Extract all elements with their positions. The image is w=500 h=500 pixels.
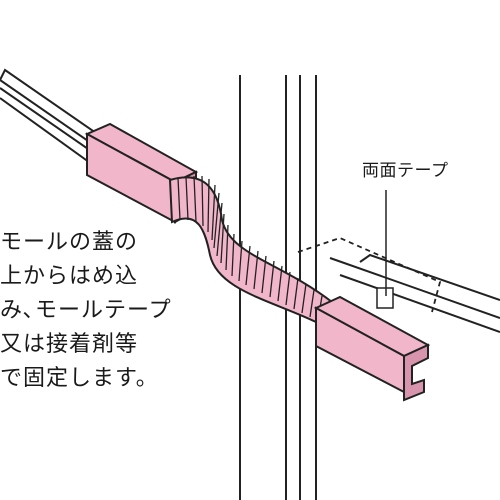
instruction-line: み､モールテープ <box>0 298 172 323</box>
hidden-outline <box>297 237 442 350</box>
tape-label: 両面テープ <box>362 161 449 181</box>
instruction-line: で固定します。 <box>0 366 159 391</box>
instruction-line: モールの蓋の <box>0 230 139 255</box>
instruction-line: 又は接着剤等 <box>0 332 139 357</box>
double-sided-tape <box>376 287 394 309</box>
instruction-line: 上からはめ込 <box>0 264 139 289</box>
lower-molding <box>329 253 500 333</box>
instruction-text: モールの蓋の 上からはめ込 み､モールテープ 又は接着剤等 で固定します。 <box>0 226 172 396</box>
lower-pink-cover <box>313 295 431 402</box>
